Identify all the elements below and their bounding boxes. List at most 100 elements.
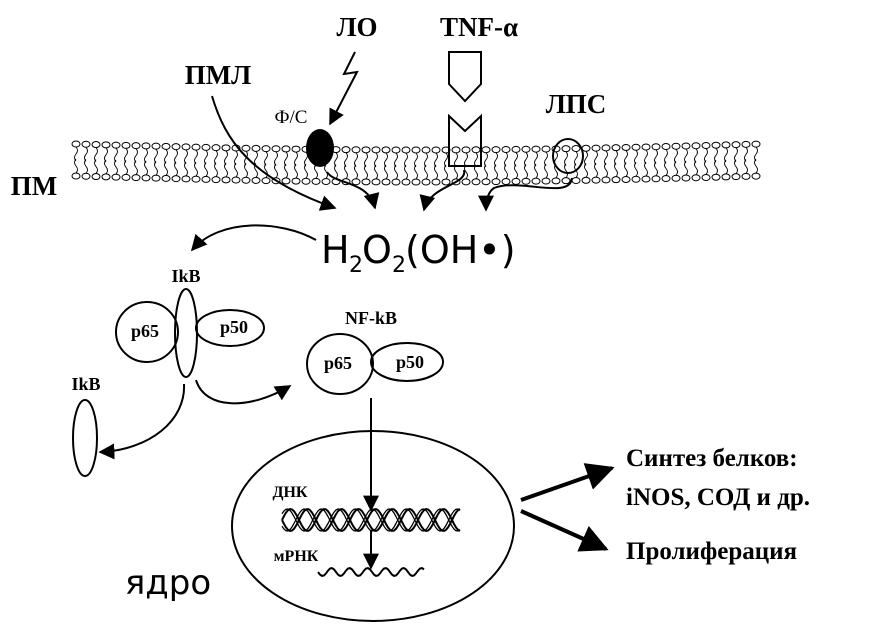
label-tnf: TNF-α bbox=[440, 12, 518, 42]
lipid-head bbox=[621, 175, 631, 183]
lipid-tail bbox=[94, 159, 98, 174]
lipid-head bbox=[471, 178, 481, 186]
lipid-tail bbox=[204, 162, 208, 177]
lipid-tail bbox=[74, 146, 78, 162]
lipid-tail bbox=[664, 149, 668, 164]
lipid-tail bbox=[174, 149, 178, 164]
lipid-head bbox=[181, 175, 191, 183]
label-dnk: ДНК bbox=[272, 484, 307, 501]
lipid-tail bbox=[394, 152, 398, 168]
lipid-tail bbox=[634, 149, 638, 165]
lipid-head bbox=[91, 141, 101, 149]
lipid-head bbox=[311, 177, 321, 185]
lipid-tail bbox=[154, 148, 158, 164]
label-lo: ЛО bbox=[336, 12, 377, 42]
lipid-tail bbox=[754, 158, 758, 174]
lipid-tail bbox=[404, 152, 408, 168]
label-p50-right: p50 bbox=[396, 352, 424, 372]
label-p65-left: p65 bbox=[131, 321, 159, 341]
lipid-tail bbox=[374, 152, 378, 168]
lipid-head bbox=[201, 175, 211, 183]
lipid-head bbox=[691, 174, 701, 182]
lipid-tail bbox=[584, 163, 588, 178]
lipid-tail bbox=[194, 161, 198, 177]
lipid-head bbox=[191, 175, 201, 183]
label-pm: ПМ bbox=[11, 171, 58, 201]
lipid-tail bbox=[564, 151, 568, 166]
lipid-head bbox=[671, 142, 681, 150]
lipid-head bbox=[531, 177, 541, 185]
lipid-head bbox=[611, 176, 621, 184]
lipid-tail bbox=[214, 150, 218, 165]
lipid-tail bbox=[254, 151, 258, 166]
label-proliferation: Пролиферация bbox=[626, 538, 797, 565]
lipid-tail bbox=[294, 151, 298, 167]
lipid-head bbox=[261, 145, 271, 153]
lipid-head bbox=[711, 141, 721, 149]
lipid-tail bbox=[434, 164, 438, 180]
lipid-head bbox=[711, 173, 721, 181]
lipid-head bbox=[521, 177, 531, 185]
lipid-head bbox=[571, 144, 581, 152]
lipid-head bbox=[271, 145, 281, 153]
lipid-tail bbox=[224, 150, 228, 166]
plasma-membrane bbox=[71, 140, 761, 186]
lipid-head bbox=[661, 175, 671, 183]
lipid-head bbox=[631, 143, 641, 151]
lipid-head bbox=[371, 146, 381, 154]
nucleus-ellipse bbox=[231, 430, 515, 622]
lipid-head bbox=[601, 176, 611, 184]
oh-radical: (OH•) bbox=[405, 228, 516, 272]
dna-strand bbox=[281, 507, 461, 533]
tnf-receptor-shape bbox=[448, 113, 482, 167]
lipid-tail bbox=[144, 160, 148, 176]
lipid-tail bbox=[544, 151, 548, 167]
h2o2-sub1: 2 bbox=[349, 253, 363, 278]
lipid-head bbox=[461, 146, 471, 154]
lipid-head bbox=[101, 141, 111, 149]
lipid-head bbox=[681, 174, 691, 182]
lipid-tail bbox=[654, 161, 658, 177]
label-fs: Ф/С bbox=[275, 107, 308, 128]
lipid-tail bbox=[164, 149, 168, 164]
lipid-tail bbox=[154, 160, 158, 176]
lipid-tail bbox=[194, 149, 198, 165]
h2o2-label: H 2 O 2 (OH•) bbox=[321, 228, 516, 278]
lipid-head bbox=[591, 144, 601, 152]
lipid-head bbox=[501, 146, 511, 154]
label-pml: ПМЛ bbox=[185, 60, 252, 90]
label-ikb-top: IkB bbox=[171, 266, 200, 286]
lipid-tail bbox=[344, 152, 348, 167]
lipid-head bbox=[671, 174, 681, 182]
lipid-head bbox=[201, 143, 211, 151]
lipid-tail bbox=[504, 152, 508, 167]
lipid-tail bbox=[284, 151, 288, 167]
lipid-tail bbox=[184, 149, 188, 165]
lipid-tail bbox=[244, 162, 248, 178]
label-ikb-free: IkB bbox=[71, 374, 100, 394]
lipid-head bbox=[121, 173, 131, 181]
lipid-tail bbox=[274, 151, 278, 167]
tnf-ligand-shape bbox=[448, 51, 482, 103]
lipid-head bbox=[741, 172, 751, 180]
dna-strand bbox=[281, 508, 461, 532]
pml-arrow bbox=[211, 95, 337, 211]
lipid-tail bbox=[594, 150, 598, 166]
lipid-head bbox=[641, 175, 651, 183]
lipid-head bbox=[491, 178, 501, 186]
p65-right-ellipse bbox=[306, 333, 374, 395]
lipid-tail bbox=[714, 159, 718, 175]
lipid-head bbox=[491, 146, 501, 154]
lipid-head bbox=[171, 143, 181, 151]
lipid-head bbox=[131, 142, 141, 150]
lipid-tail bbox=[104, 159, 108, 175]
label-nfkb: NF-kB bbox=[345, 308, 397, 328]
lipid-head bbox=[481, 178, 491, 186]
lipid-head bbox=[361, 178, 371, 186]
lipid-head bbox=[71, 172, 81, 180]
lipid-head bbox=[381, 178, 391, 186]
lipid-head bbox=[391, 146, 401, 154]
lipid-head bbox=[591, 176, 601, 184]
lipid-tail bbox=[424, 164, 428, 180]
